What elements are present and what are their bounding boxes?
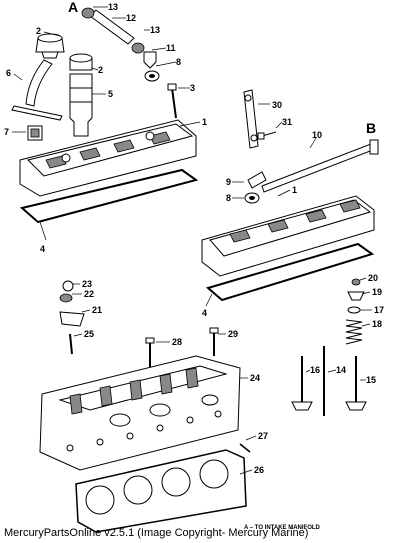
- filler-tube-5[interactable]: [69, 73, 93, 137]
- callout-22: 22: [84, 289, 94, 299]
- label-B: B: [366, 120, 376, 136]
- callout-4-right: 4: [202, 308, 207, 318]
- oil-filler-cap-2-right[interactable]: [69, 53, 93, 71]
- head-gasket-26[interactable]: [75, 449, 247, 533]
- callout-23: 23: [82, 279, 92, 289]
- rocker-arm-21[interactable]: [59, 311, 85, 327]
- callout-24: 24: [250, 373, 260, 383]
- callout-20: 20: [368, 273, 378, 283]
- bolt-29[interactable]: [209, 327, 219, 356]
- valve-16[interactable]: [291, 356, 313, 411]
- grommet-13-right[interactable]: [131, 42, 145, 54]
- callout-4-left: 4: [40, 244, 45, 254]
- bolt-3[interactable]: [167, 83, 177, 119]
- callout-27: 27: [258, 431, 268, 441]
- pcv-hose-10[interactable]: [261, 139, 379, 193]
- callout-28: 28: [172, 337, 182, 347]
- cylinder-head-24[interactable]: [39, 355, 241, 471]
- filler-tube-6[interactable]: [11, 59, 63, 121]
- callout-18: 18: [372, 319, 382, 329]
- copyright-footer: MercuryPartsOnline v2.5.1 (Image Copyrig…: [4, 527, 309, 539]
- valve-cover-1-right[interactable]: [201, 195, 375, 277]
- callout-29: 29: [228, 329, 238, 339]
- callout-10: 10: [312, 130, 322, 140]
- pivot-balls-22[interactable]: [59, 293, 73, 303]
- seal-20[interactable]: [351, 278, 361, 286]
- footnote-intake-manifold: A – TO INTAKE MANIFOLD: [244, 525, 321, 531]
- callout-7: 7: [4, 127, 9, 137]
- callout-13-right: 13: [150, 25, 160, 35]
- callout-1-right: 1: [292, 185, 297, 195]
- callout-11: 11: [166, 43, 176, 53]
- callout-13-top: 13: [108, 2, 118, 12]
- oil-filler-cap-2-left[interactable]: [35, 33, 65, 59]
- leader-lines: [12, 6, 372, 475]
- grommet-8-right[interactable]: [244, 192, 260, 204]
- callout-6: 6: [6, 68, 11, 78]
- valve-cover-1-left[interactable]: [19, 119, 197, 197]
- nut-23[interactable]: [62, 280, 74, 292]
- elbow-11[interactable]: [143, 51, 157, 69]
- spring-18[interactable]: [345, 319, 363, 345]
- callout-19: 19: [372, 287, 382, 297]
- callout-5: 5: [108, 89, 113, 99]
- grommet-7[interactable]: [27, 125, 43, 141]
- callout-30: 30: [272, 100, 282, 110]
- callout-1-left: 1: [202, 117, 207, 127]
- retainer-19[interactable]: [347, 291, 365, 301]
- callout-2-right: 2: [98, 65, 103, 75]
- screw-31[interactable]: [257, 131, 277, 140]
- callout-14: 14: [336, 365, 346, 375]
- rocker-stud-25[interactable]: [69, 333, 73, 355]
- screw-27[interactable]: [239, 443, 251, 453]
- callout-8-right: 8: [226, 193, 231, 203]
- callout-12: 12: [126, 13, 136, 23]
- bolt-28[interactable]: [145, 337, 155, 368]
- callout-26: 26: [254, 465, 264, 475]
- label-A: A: [68, 0, 78, 15]
- callout-17: 17: [374, 305, 384, 315]
- callout-25: 25: [84, 329, 94, 339]
- valve-15[interactable]: [345, 356, 367, 411]
- callout-2-left: 2: [36, 26, 41, 36]
- callout-3: 3: [190, 83, 195, 93]
- callout-8-top: 8: [176, 57, 181, 67]
- gasket-4-right[interactable]: [205, 242, 375, 302]
- bracket-30[interactable]: [243, 89, 259, 149]
- callout-16: 16: [310, 365, 320, 375]
- seal-17[interactable]: [347, 306, 361, 314]
- callout-31: 31: [282, 117, 292, 127]
- grommet-13-top[interactable]: [81, 7, 95, 19]
- callout-9: 9: [226, 177, 231, 187]
- grommet-8-top[interactable]: [144, 70, 160, 82]
- callout-21: 21: [92, 305, 102, 315]
- callout-15: 15: [366, 375, 376, 385]
- pcv-valve-9[interactable]: [247, 171, 267, 189]
- gasket-4-left[interactable]: [19, 168, 199, 224]
